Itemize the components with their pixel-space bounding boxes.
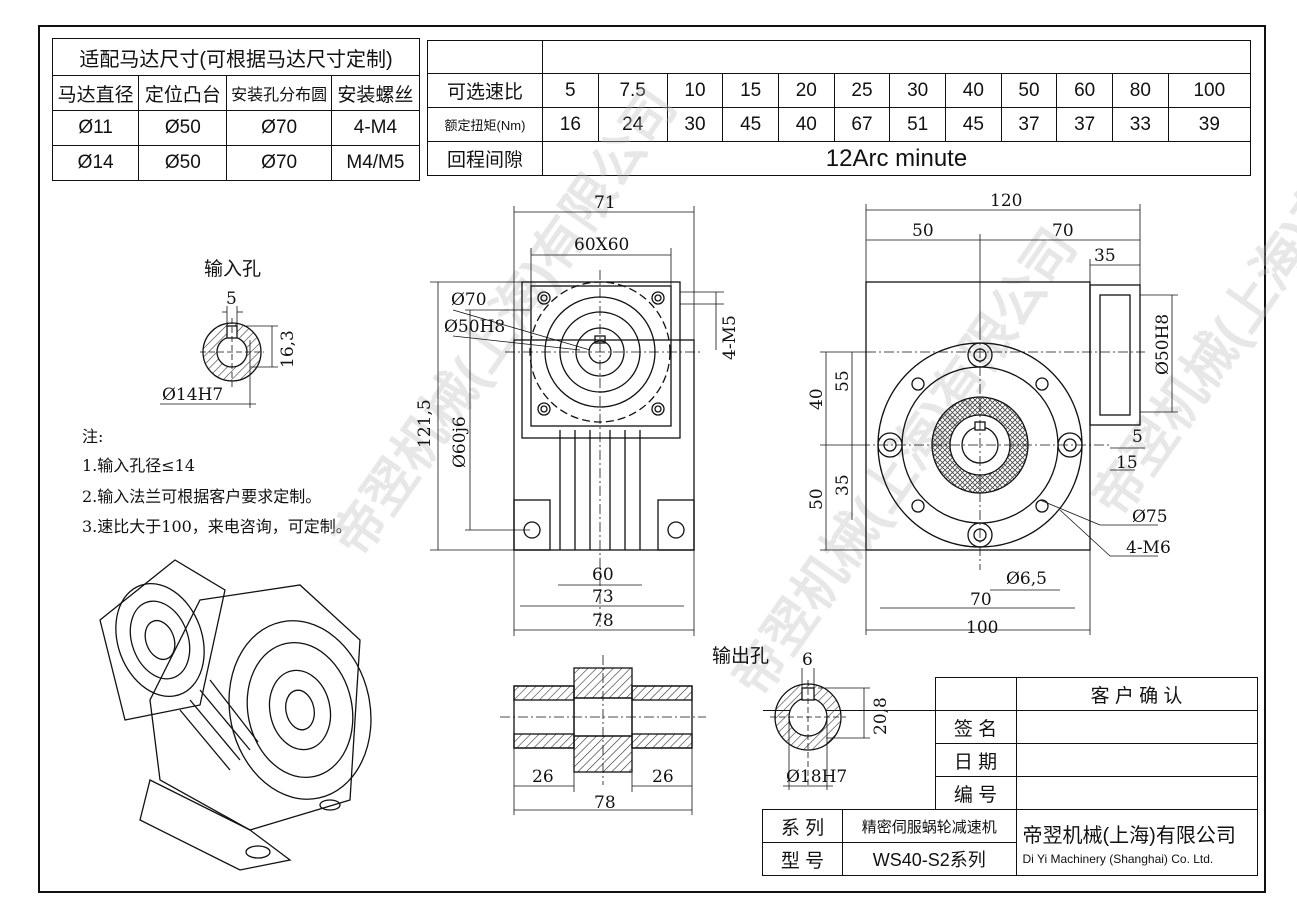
model-label: 型 号 [762,842,843,876]
backlash-value: 12Arc minute [542,141,1251,176]
ratio-cell: 50 [1000,73,1058,108]
torque-cell: 37 [1000,107,1058,142]
motor-cell: Ø11 [51,110,140,146]
dim-label: 40 [807,388,827,410]
watermark-text: 帝翌机械(上海)有限公司 [1082,39,1297,527]
dim-label: 5 [1132,427,1143,447]
input-hole-title: 输入孔 [204,258,261,280]
dim-label: Ø50H8 [1153,314,1173,375]
output-hole-drawing [770,668,870,790]
torque-cell: 51 [889,107,946,142]
dim-label: 4-M6 [1126,538,1171,558]
watermark: 帝翌机械(上海)有限公司 帝翌机械(上海)有限公司 帝翌机械(上海)有限公司 [322,39,1297,707]
dim-label: 50 [807,488,827,510]
dim-label: 70 [970,590,992,610]
title-block: 客 户 确 认 签 名 日 期 编 号 系 列 精密伺服蜗轮减速机 帝翌机械(上… [762,677,1258,876]
motor-cell: Ø70 [226,145,332,181]
motor-header-bolt-circle: 安装孔分布圆 [226,75,332,111]
watermark-text: 帝翌机械(上海)有限公司 [722,219,1088,707]
torque-cell: 40 [777,107,835,142]
notes-heading: 注: [82,427,104,446]
dim-label: 35 [833,474,853,496]
company-cell: 帝翌机械(上海)有限公司 Di Yi Machinery (Shanghai) … [1015,809,1258,876]
dim-label: 121,5 [415,399,435,448]
ratio-cell: 40 [944,73,1002,108]
dim-label: Ø6,5 [1006,569,1047,589]
torque-cell: 33 [1112,107,1169,142]
dim-label: 70 [1052,221,1074,241]
dim-label: 60X60 [574,235,629,255]
ratio-cell: 10 [666,73,724,108]
dim-label: Ø18H7 [786,767,847,787]
ratio-cell: 15 [722,73,779,108]
motor-cell: 4-M4 [330,110,421,146]
date-label: 日 期 [934,743,1017,777]
ratio-cell: 100 [1167,73,1252,108]
note-item: 2.输入法兰可根据客户要求定制。 [82,487,322,506]
dim-label: 78 [594,793,616,813]
series-label: 系 列 [762,809,843,843]
torque-cell: 39 [1167,107,1252,142]
dim-label: Ø70 [451,290,487,310]
torque-cell: 37 [1056,107,1113,142]
dim-label: 4-M5 [720,315,740,360]
dim-label: 50 [912,221,934,241]
series-value: 精密伺服蜗轮减速机 [842,809,1017,843]
input-hole-drawing [160,306,278,408]
dim-label: Ø75 [1132,507,1168,527]
table-row: Ø11 Ø50 Ø70 4-M4 [51,110,421,146]
torque-cell: 67 [833,107,891,142]
dim-label: 6 [802,650,813,670]
model-value: WS40-S2系列 [842,842,1017,876]
dim-label: 120 [990,191,1022,211]
motor-cell: Ø50 [138,145,228,181]
motor-cell: M4/M5 [330,145,421,181]
output-shaft-section [500,655,706,815]
dim-label: Ø50H8 [444,317,505,337]
backlash-label: 回程间隙 [427,141,543,176]
dim-label: 55 [833,370,853,392]
table-row: Ø14 Ø50 Ø70 M4/M5 [51,145,421,181]
ratio-cell: 20 [777,73,835,108]
ratio-row: 可选速比 5 7.5 10 15 20 25 30 40 50 60 80 10… [427,73,1252,108]
customer-confirm: 客 户 确 认 [1015,677,1258,711]
company-name-cn: 帝翌机械(上海)有限公司 [1022,825,1236,847]
torque-cell: 16 [542,107,599,142]
torque-label: 额定扭矩(Nm) [427,107,543,142]
dim-label: 20,8 [871,697,891,735]
dim-label: 16,3 [278,330,298,368]
dim-label: 26 [652,767,674,787]
dim-label: Ø60j6 [450,416,470,468]
dim-label: Ø14H7 [162,385,223,405]
dim-label: 5 [226,289,237,309]
motor-table: 适配马达尺寸(可根据马达尺寸定制) 马达直径 定位凸台 安装孔分布圆 安装螺丝 … [51,38,421,181]
dim-label: 73 [592,587,614,607]
dim-label: 78 [592,611,614,631]
dim-label: 71 [594,193,616,213]
dim-label: 35 [1094,246,1116,266]
dim-label: 26 [532,767,554,787]
front-view [430,206,724,636]
motor-header-diameter: 马达直径 [51,75,140,111]
motor-cell: Ø70 [226,110,332,146]
dim-label: 15 [1116,453,1138,473]
note-item: 1.输入孔径≤14 [82,456,196,475]
output-hole-title: 输出孔 [712,645,769,667]
drawing-frame [38,25,1266,893]
sign-field[interactable] [1015,710,1258,744]
isometric-view [99,559,372,871]
motor-cell: Ø14 [51,145,140,181]
company-name-en: Di Yi Machinery (Shanghai) Co. Ltd. [1022,852,1214,866]
torque-cell: 30 [666,107,724,142]
note-item: 3.速比大于100，来电咨询，可定制。 [82,517,352,536]
dim-label: 100 [966,618,998,638]
side-view [820,204,1178,635]
dim-label: 60 [592,565,614,585]
ratio-table: 可选速比 5 7.5 10 15 20 25 30 40 50 60 80 10… [427,40,1252,176]
ratio-cell: 7.5 [597,73,668,108]
dimension-labels: 输入孔 5 16,3 Ø14H7 71 60X60 Ø70 Ø50H8 4-M5… [162,191,1173,813]
backlash-row: 回程间隙 12Arc minute [427,141,1251,176]
